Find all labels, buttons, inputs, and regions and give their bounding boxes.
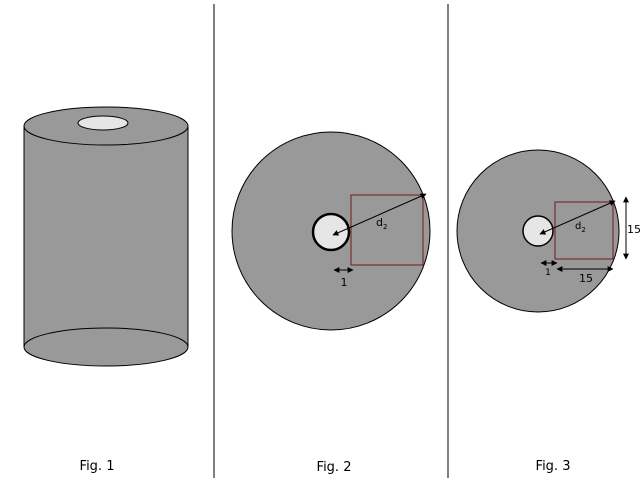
fig2-inner-hole (311, 212, 351, 252)
fig2-gap-label: 1 (341, 276, 348, 289)
fig3-diagonal-arrow (539, 200, 616, 235)
fig3-inner-hole (522, 215, 554, 247)
fig3-gap-label: 1 (545, 268, 551, 278)
fig2-diagonal-label: d2 (376, 216, 387, 231)
fig1-caption: Fig. 1 (80, 459, 115, 474)
fig1-cylinder (23, 106, 189, 367)
cylinder-body (23, 125, 189, 367)
fig2-cross-section: d2 1 (231, 131, 431, 331)
fig3-height-label: 15 (627, 223, 640, 236)
fig2-diagonal-arrow (332, 193, 427, 236)
fig3-width-label: 15 (579, 272, 593, 285)
fig3-diagonal-label: d2 (575, 221, 586, 234)
fig2-caption: Fig. 2 (317, 460, 352, 475)
cylinder-hole (77, 115, 129, 131)
fig3-cross-section: d2 1 15 15 (456, 149, 640, 313)
cylinder-bottom-edge-back (23, 327, 189, 348)
fig3-caption: Fig. 3 (536, 459, 571, 474)
